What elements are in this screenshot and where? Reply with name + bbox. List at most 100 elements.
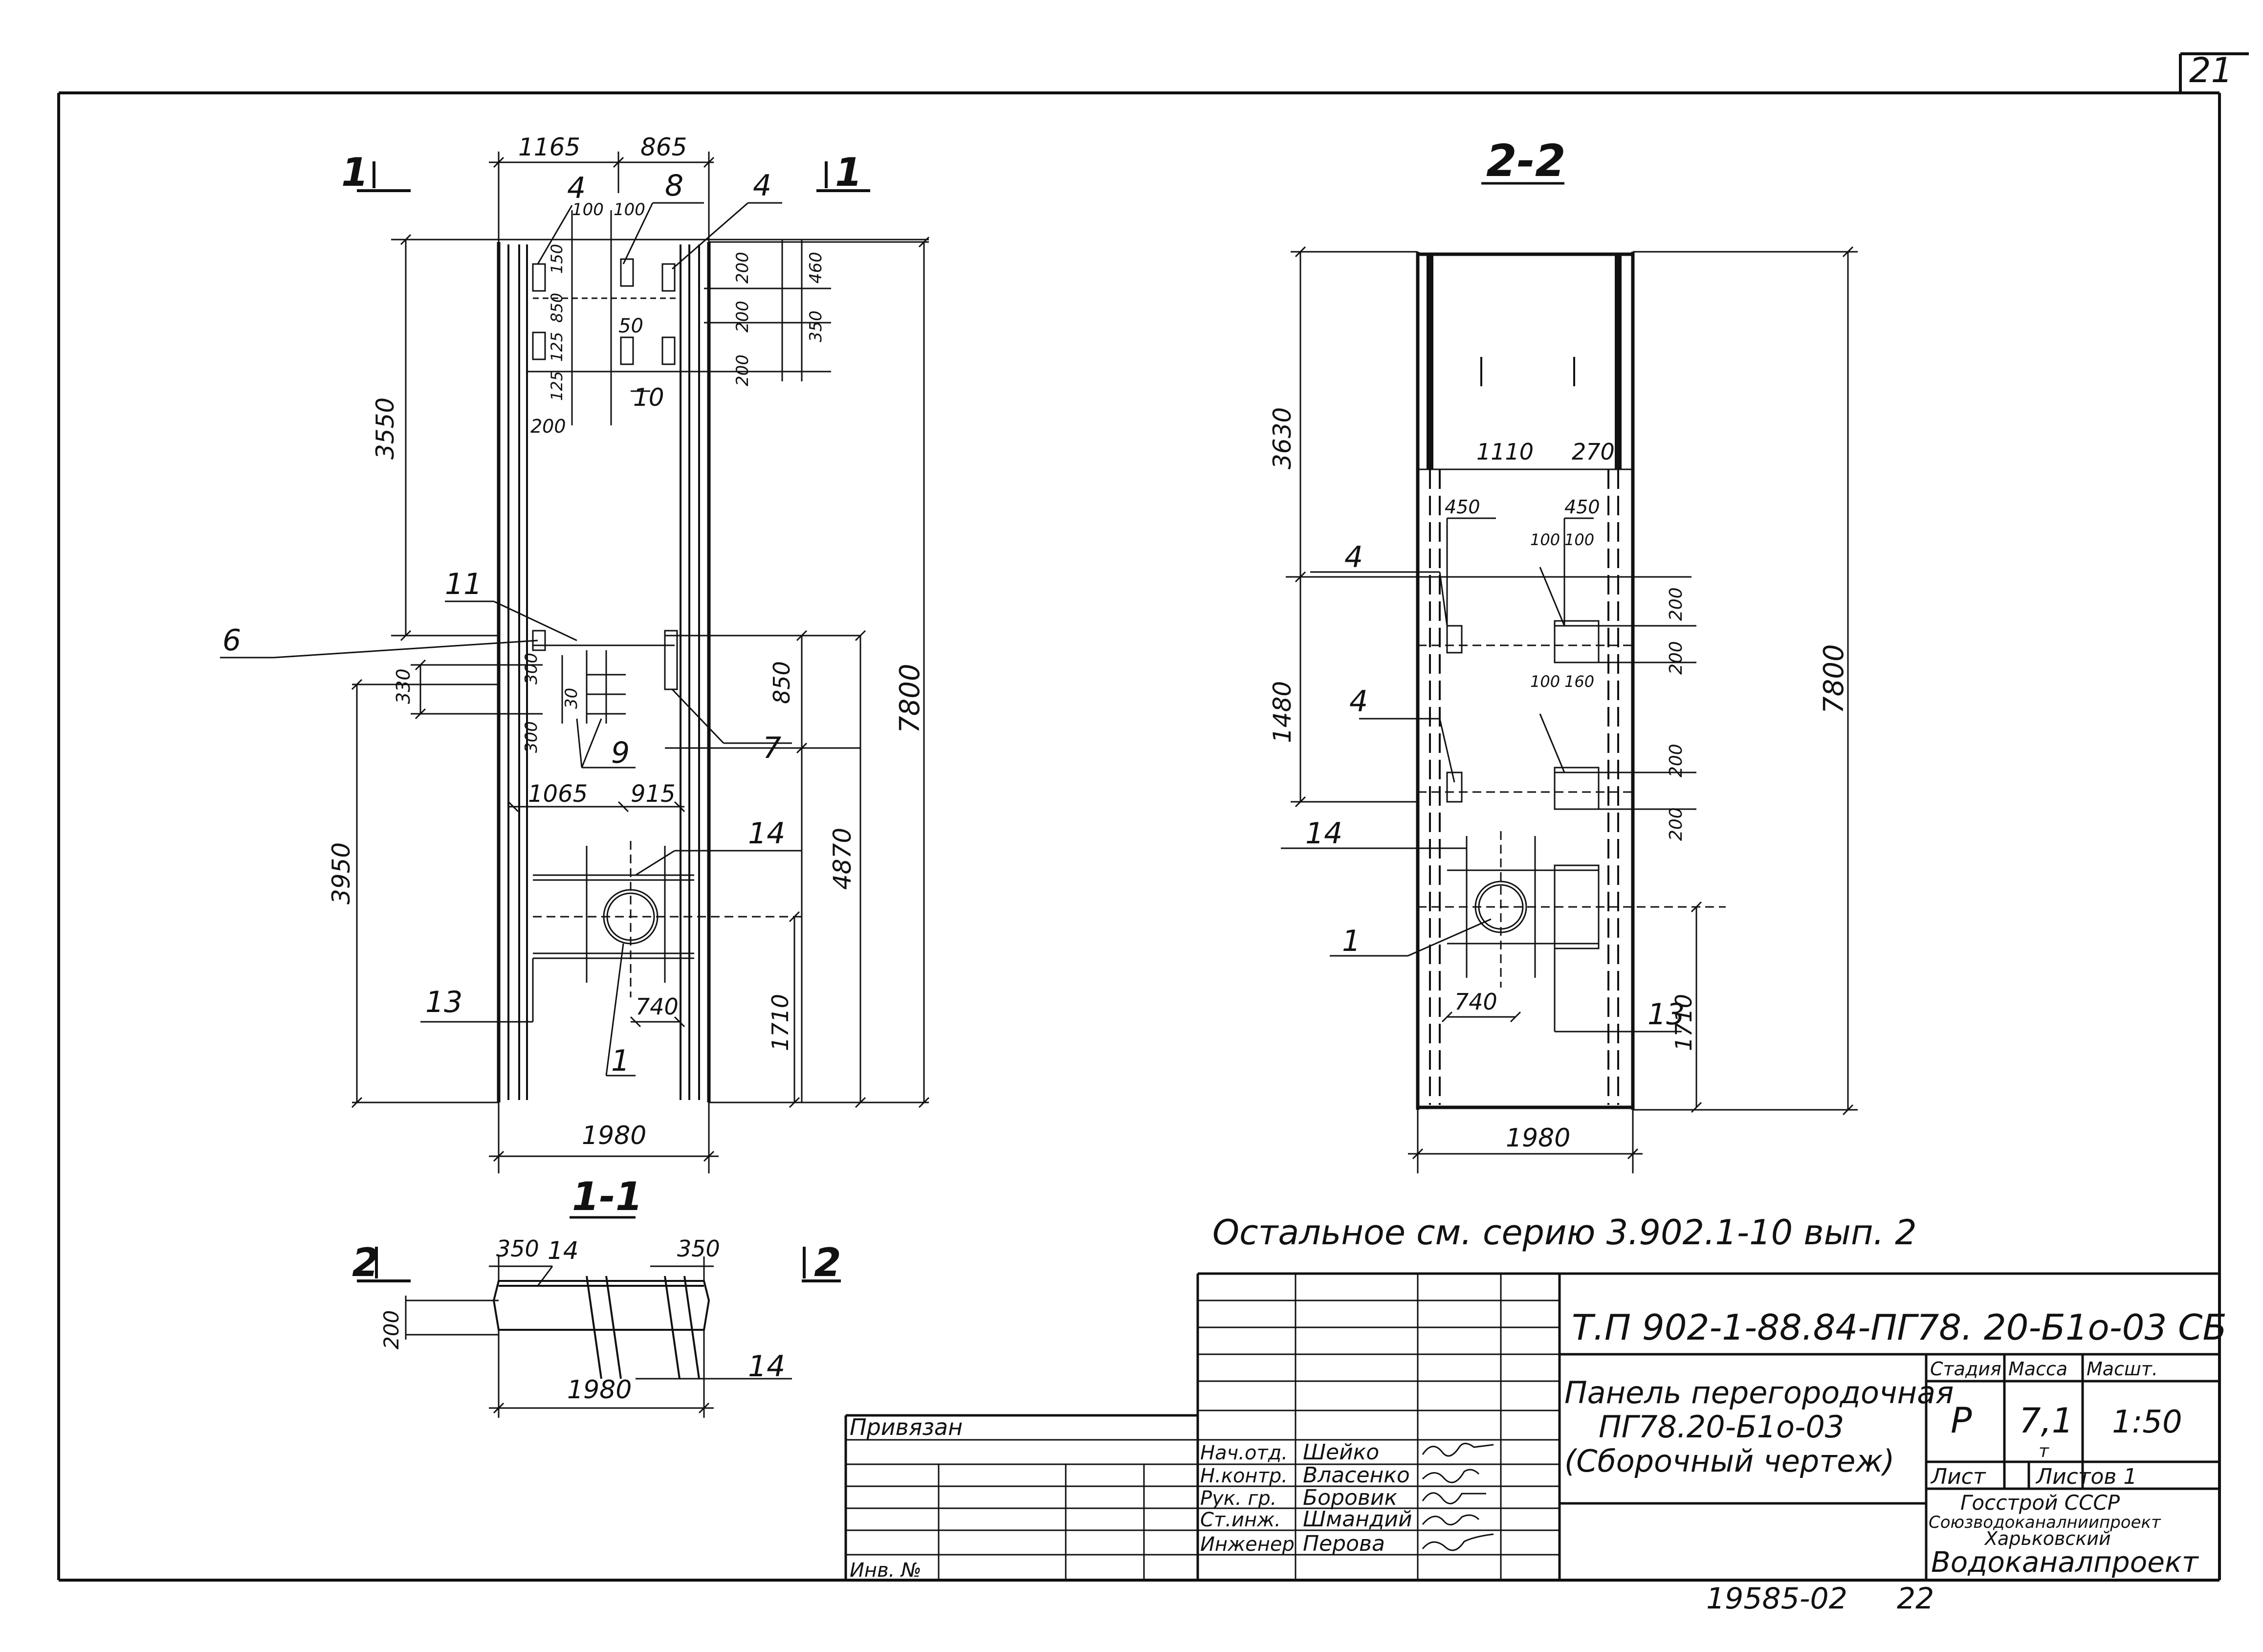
name-1: Шейко xyxy=(1303,1440,1379,1465)
dim-3950: 3950 xyxy=(327,842,355,904)
mass-value: 7,1 xyxy=(2019,1401,2073,1441)
name-4: Шмандий xyxy=(1303,1507,1412,1532)
dim-850-right: 850 xyxy=(769,661,795,704)
callout-7: 7 xyxy=(763,731,781,765)
dim-4870: 4870 xyxy=(828,828,857,890)
doc-name-line1: Панель перегородочная xyxy=(1564,1375,1954,1410)
dim-200: 200 xyxy=(530,416,566,437)
dim-100a: 100 xyxy=(572,200,604,220)
section-1-1-dims xyxy=(405,1256,792,1418)
signature-scribbles xyxy=(1422,1443,1494,1551)
name-2: Власенко xyxy=(1303,1463,1410,1488)
dim-50: 50 xyxy=(618,315,643,337)
org-line4: Водоканалпроект xyxy=(1931,1545,2199,1579)
view-1-elevation: 1165 865 1 1 100 xyxy=(220,133,930,1173)
dim-100a-v2: 100 xyxy=(1530,530,1560,549)
role-3: Рук. гр. xyxy=(1200,1487,1277,1510)
dim-r200a-v2: 200 xyxy=(1666,587,1686,621)
role-4: Ст.инж. xyxy=(1200,1509,1281,1531)
dim-1980-view1: 1980 xyxy=(582,1121,646,1150)
view-2-openings xyxy=(1310,517,1696,810)
role-5: Инженер xyxy=(1200,1533,1295,1556)
header-stage: Стадия xyxy=(1930,1358,2001,1380)
org-line3: Харьковский xyxy=(1984,1528,2111,1549)
view-2-elevation: 2-2 xyxy=(1268,135,1858,1173)
archive-number: 19585-02 xyxy=(1706,1582,1847,1616)
dim-270: 270 xyxy=(1572,439,1615,465)
header-scale: Масшт. xyxy=(2087,1358,2158,1380)
dim-865: 865 xyxy=(640,133,687,161)
inv-no-label: Инв. № xyxy=(850,1559,922,1582)
name-5: Перова xyxy=(1303,1531,1385,1556)
dim-1710: 1710 xyxy=(767,994,793,1051)
callout-13-v2: 13 xyxy=(1648,997,1685,1032)
view-1-rib-lines xyxy=(507,244,700,1100)
section-marker-1 xyxy=(357,161,870,192)
callout-1: 1 xyxy=(611,1044,630,1078)
dim-3630: 3630 xyxy=(1268,407,1296,469)
section-1-1: 1-1 2 2 xyxy=(352,1174,841,1418)
view-2-title: 2-2 xyxy=(1486,135,1566,187)
view-1-left-dims xyxy=(351,234,543,1108)
dim-7800-left: 7800 xyxy=(894,663,926,733)
view-2-short-marks xyxy=(1480,357,1575,386)
view-1-middle-openings xyxy=(507,236,930,1108)
sheet-label: Лист xyxy=(1930,1464,1986,1489)
callout-14-sec-b: 14 xyxy=(748,1349,785,1384)
callout-8: 8 xyxy=(665,169,683,203)
callout-4a: 4 xyxy=(567,171,586,205)
title-block-left-grid xyxy=(846,1274,1560,1580)
dim-30: 30 xyxy=(562,688,581,709)
callout-4b-v2: 4 xyxy=(1349,684,1368,719)
dim-7800-v2: 7800 xyxy=(1818,644,1850,714)
dim-330: 330 xyxy=(393,668,414,704)
dim-1480: 1480 xyxy=(1268,681,1296,743)
view-2-thick-ribs xyxy=(1427,254,1622,469)
dim-915: 915 xyxy=(631,780,676,808)
mass-unit: т xyxy=(2039,1441,2049,1461)
view-2-right-dim xyxy=(1633,246,1858,1116)
dim-150: 150 xyxy=(548,244,566,274)
dim-1710-v2: 1710 xyxy=(1670,994,1697,1051)
section-2-right: 2 xyxy=(814,1240,841,1285)
dim-r200a: 200 xyxy=(733,252,752,284)
dim-740-v2: 740 xyxy=(1454,989,1497,1015)
section-1-1-title: 1-1 xyxy=(572,1174,643,1219)
view-1-callout-leaders xyxy=(537,202,782,392)
dim-125b: 125 xyxy=(548,371,566,401)
dim-200-sec: 200 xyxy=(379,1310,403,1349)
dim-r200b-v2: 200 xyxy=(1666,641,1686,675)
section-1-1-profile xyxy=(492,1276,710,1379)
privyazan-label: Привязан xyxy=(850,1414,963,1440)
dim-850: 850 xyxy=(548,293,566,323)
org-line1: Госстрой СССР xyxy=(1960,1491,2120,1515)
callout-14-sec-a: 14 xyxy=(548,1236,579,1265)
callout-14: 14 xyxy=(748,816,785,851)
callout-11: 11 xyxy=(445,567,482,601)
dim-350a: 350 xyxy=(496,1235,539,1262)
dim-740: 740 xyxy=(636,993,679,1020)
dim-100c-v2: 100 xyxy=(1530,672,1560,691)
callout-4b: 4 xyxy=(753,169,771,203)
section-marker-2 xyxy=(357,1247,841,1282)
view-1-pipe-opening xyxy=(420,841,802,1108)
name-3: Боровик xyxy=(1303,1485,1397,1510)
callout-6: 6 xyxy=(222,623,241,658)
doc-name-line2: ПГ78.20-Б1о-03 xyxy=(1599,1409,1844,1445)
dim-1980-sec: 1980 xyxy=(567,1375,632,1405)
view-2-pipe-opening xyxy=(1281,831,1726,1113)
page-number: 22 xyxy=(1897,1582,1934,1616)
dim-450a: 450 xyxy=(1445,496,1480,518)
sheet-frame xyxy=(57,52,2249,1582)
dim-450b: 450 xyxy=(1564,496,1600,518)
view-1-mid-leaders xyxy=(220,600,792,769)
callout-4a-v2: 4 xyxy=(1344,540,1363,574)
note-text: Остальное см. серию 3.902.1-10 вып. 2 xyxy=(1212,1212,1917,1253)
scale-value: 1:50 xyxy=(2112,1404,2182,1440)
section-2-left: 2 xyxy=(352,1240,379,1285)
dim-300a: 300 xyxy=(522,653,541,684)
dim-r200b: 200 xyxy=(733,301,752,332)
doc-name-line3: (Сборочный чертеж) xyxy=(1564,1443,1895,1479)
dim-100b-v2: 100 xyxy=(1564,530,1594,549)
